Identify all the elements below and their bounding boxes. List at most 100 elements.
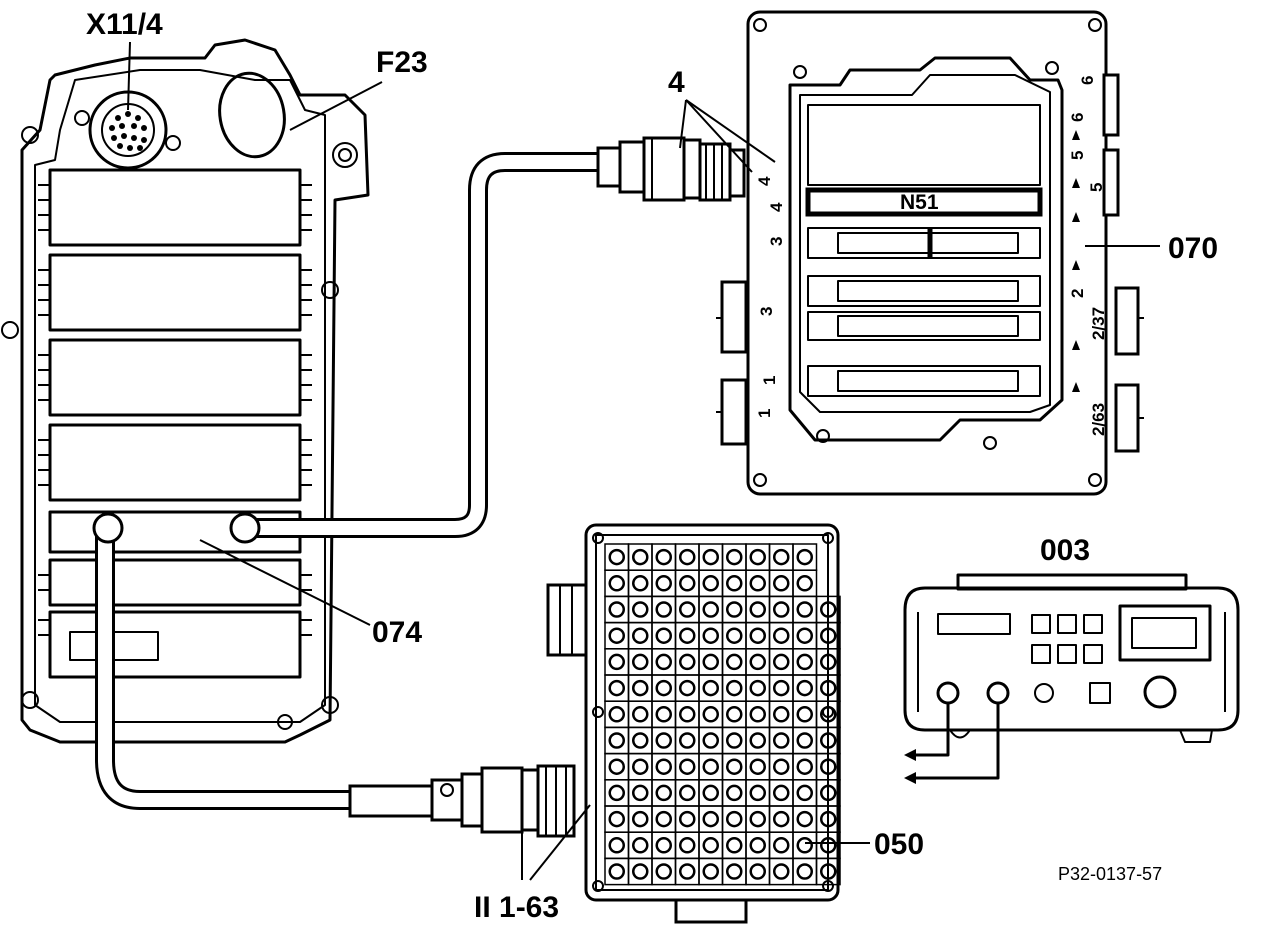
- callout-labels: X11/4 F23 4 N51 070 074 003 050 II 1-63 …: [86, 8, 1218, 924]
- socket-jack: [796, 706, 813, 723]
- leader-lines: [127, 41, 1160, 881]
- socket-jack: [726, 627, 743, 644]
- socket-jack: [726, 575, 743, 592]
- plug-4: [596, 136, 746, 202]
- adapter-slots: [805, 104, 1043, 397]
- socket-jack: [679, 706, 696, 723]
- svg-text:4: 4: [755, 176, 774, 186]
- label-074: 074: [372, 616, 422, 649]
- socket-jack: [632, 706, 649, 723]
- socket-jack: [796, 810, 813, 828]
- socket-jack: [632, 863, 649, 880]
- label-ii-1-63: II 1-63: [474, 891, 559, 924]
- socket-jack: [679, 653, 696, 671]
- socket-jack: [702, 601, 719, 618]
- socket-jack: [773, 601, 790, 618]
- socket-jack: [679, 627, 696, 644]
- socket-jack: [749, 837, 766, 854]
- socket-jack: [632, 758, 649, 775]
- socket-jack: [773, 863, 790, 880]
- label-f23: F23: [376, 46, 428, 79]
- label-x11-4: X11/4: [86, 8, 163, 41]
- socket-jack: [773, 679, 790, 697]
- socket-jack: [726, 732, 743, 749]
- socket-jack: [702, 863, 719, 880]
- socket-jack: [655, 863, 672, 880]
- socket-jack: [726, 601, 743, 618]
- socket-jack: [749, 627, 766, 644]
- socket-jack: [702, 810, 719, 828]
- socket-jack: [796, 601, 813, 618]
- socket-jack: [726, 863, 743, 880]
- fuse-relay-module: [1, 38, 370, 744]
- socket-jack: [773, 837, 790, 854]
- socket-jack: [679, 863, 696, 880]
- socket-jack: [749, 810, 766, 828]
- svg-text:5: 5: [1087, 183, 1106, 192]
- relay-clips: [38, 184, 312, 636]
- socket-jack: [726, 706, 743, 723]
- svg-text:1: 1: [760, 376, 779, 385]
- socket-jack: [702, 653, 719, 671]
- socket-jack: [702, 706, 719, 723]
- socket-jack: [655, 679, 672, 697]
- socket-jack: [749, 548, 766, 566]
- socket-jack: [749, 653, 766, 671]
- socket-jack: [679, 679, 696, 697]
- svg-text:2/37: 2/37: [1089, 307, 1108, 340]
- socket-jack: [726, 810, 743, 828]
- figure-reference: P32-0137-57: [1058, 864, 1162, 884]
- socket-jack: [608, 706, 625, 723]
- socket-jack: [796, 863, 813, 880]
- socket-jack: [632, 837, 649, 854]
- socket-jack: [773, 732, 790, 749]
- socket-jack: [679, 732, 696, 749]
- socket-jack: [702, 548, 719, 566]
- socket-jack: [632, 627, 649, 644]
- socket-jack: [632, 732, 649, 749]
- socket-jack: [726, 784, 743, 802]
- socket-jack: [608, 653, 625, 671]
- socket-jack: [796, 575, 813, 592]
- label-003: 003: [1040, 534, 1090, 567]
- cable-074: [92, 136, 746, 838]
- socket-jack: [608, 810, 625, 828]
- socket-jack: [796, 837, 813, 854]
- plug-ii-1-63: [430, 764, 576, 838]
- adapter-right-markings: 6 6 5 5 2 2/37 2/63: [1068, 76, 1108, 436]
- socket-jack: [655, 732, 672, 749]
- socket-jack: [679, 758, 696, 775]
- svg-text:6: 6: [1068, 113, 1087, 122]
- svg-text:4: 4: [767, 202, 786, 212]
- socket-jack: [773, 653, 790, 671]
- socket-jack: [820, 601, 837, 618]
- socket-jack: [655, 784, 672, 802]
- svg-text:5: 5: [1068, 151, 1087, 160]
- socket-jack: [796, 653, 813, 671]
- socket-jack: [608, 837, 625, 854]
- socket-jack: [820, 784, 837, 802]
- socket-jack: [820, 863, 837, 880]
- socket-jack: [608, 627, 625, 644]
- socket-jack: [726, 758, 743, 775]
- svg-text:3: 3: [757, 307, 776, 316]
- svg-text:2: 2: [1068, 289, 1087, 298]
- socket-jack: [726, 837, 743, 854]
- socket-jack: [702, 575, 719, 592]
- svg-text:6: 6: [1078, 76, 1097, 85]
- label-070: 070: [1168, 232, 1218, 265]
- socket-jack: [820, 837, 837, 854]
- socket-grid: [604, 543, 841, 886]
- socket-jack: [632, 653, 649, 671]
- socket-jack: [608, 784, 625, 802]
- socket-jack: [679, 837, 696, 854]
- socket-jack: [820, 810, 837, 828]
- socket-jack: [749, 863, 766, 880]
- socket-jack: [655, 627, 672, 644]
- socket-jack: [655, 758, 672, 775]
- socket-jack: [749, 575, 766, 592]
- socket-jack: [749, 601, 766, 618]
- adapter-left-markings: 4 4 3 3 1 1: [755, 176, 786, 418]
- socket-jack: [608, 575, 625, 592]
- relay-slots: [48, 168, 302, 679]
